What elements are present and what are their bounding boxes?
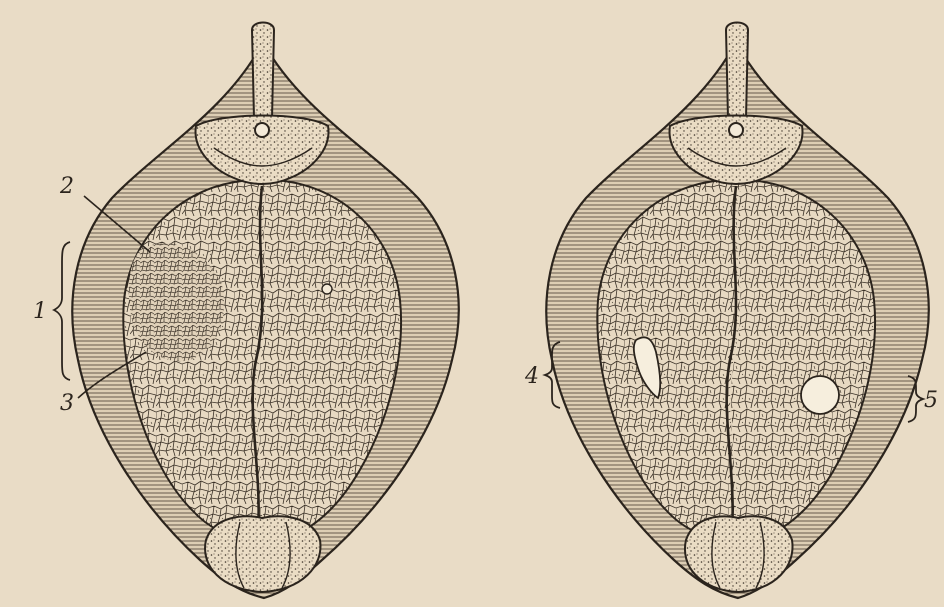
label-3-text: 3 [60, 391, 74, 416]
right-node-pore [729, 123, 743, 137]
left-node-pore [255, 123, 269, 137]
label-1-brace [54, 242, 70, 380]
left-spot [322, 284, 332, 294]
left-bottom-node [205, 516, 320, 592]
right-round-hole [801, 376, 839, 414]
left-specimen: 1 2 3 [33, 23, 459, 599]
right-bottom-node [685, 516, 793, 592]
label-2-text: 2 [59, 174, 74, 199]
label-5-text: 5 [924, 388, 938, 413]
right-specimen: 4 5 [524, 23, 938, 599]
right-stem [726, 23, 748, 119]
left-stem [252, 23, 274, 119]
label-4-text: 4 [524, 364, 539, 389]
label-1-text: 1 [33, 299, 47, 324]
